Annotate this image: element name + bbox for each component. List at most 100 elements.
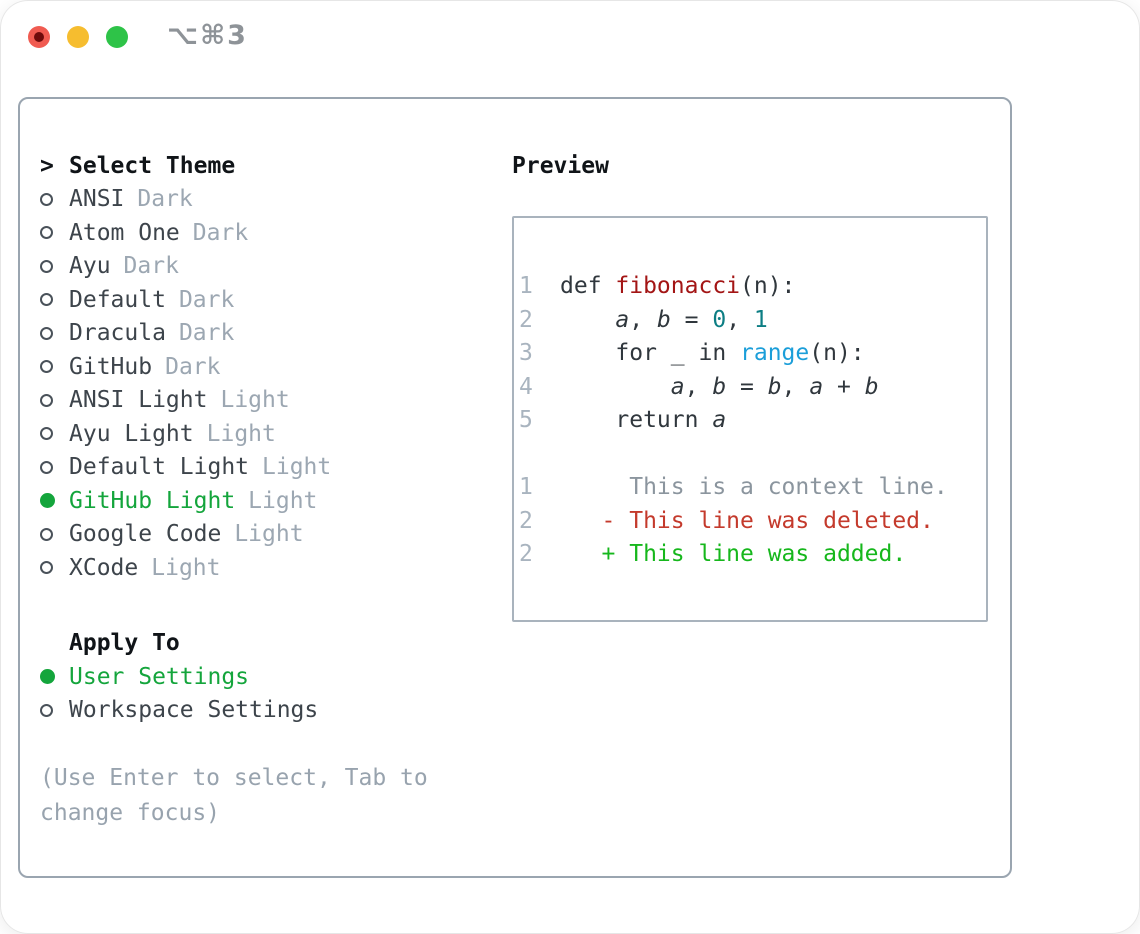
theme-option-default-light[interactable]: Default Light Light [40, 451, 464, 485]
apply-to-option-label: User Settings [69, 663, 250, 690]
zoom-button[interactable] [106, 26, 128, 48]
apply-to-option-workspace-settings[interactable]: Workspace Settings [40, 694, 464, 728]
code-token-plain: for _ in [560, 340, 741, 367]
theme-variant-tag: Light [262, 454, 332, 481]
close-button[interactable] [28, 26, 50, 48]
preview-heading-row: Preview [512, 149, 988, 183]
keyboard-hint: (Use Enter to select, Tab to change focu… [40, 765, 428, 826]
titlebar: ⌥⌘3 [0, 0, 1140, 76]
radio-unselected-icon [40, 226, 53, 240]
line-number: 5 [519, 407, 533, 434]
apply-to-option-user-settings[interactable]: User Settings [40, 660, 464, 694]
theme-variant-tag: Dark [123, 253, 179, 280]
theme-variant-tag: Light [151, 554, 221, 581]
theme-option-github[interactable]: GitHub Dark [40, 350, 464, 384]
code-token-var: b [656, 306, 671, 333]
theme-option-label: Ayu [69, 253, 111, 280]
preview-code-line: 5 return a [519, 404, 986, 438]
code-token-plain: return [560, 407, 713, 434]
theme-option-xcode[interactable]: XCode Light [40, 551, 464, 585]
theme-variant-tag: Dark [165, 353, 221, 380]
theme-option-label: Default Light [69, 454, 250, 481]
code-token-plain: (n): [740, 273, 796, 300]
code-token-plain: , [629, 306, 657, 333]
preview-diff-line: 2 + This line was added. [519, 538, 986, 572]
theme-option-label: XCode [69, 554, 139, 581]
theme-option-label: ANSI Light [69, 387, 208, 414]
theme-option-label: GitHub [69, 353, 153, 380]
line-number: 1 [519, 474, 533, 501]
theme-picker-heading-row: > Select Theme [40, 149, 464, 183]
code-token-var: a [712, 407, 727, 434]
theme-variant-tag: Light [234, 521, 304, 548]
code-token-var: a [809, 373, 824, 400]
radio-unselected-icon [40, 393, 53, 407]
theme-option-label: Dracula [69, 320, 166, 347]
code-token-plain: + [823, 373, 865, 400]
preview-diff-line: 1 This is a context line. [519, 471, 986, 505]
radio-unselected-icon [40, 293, 53, 307]
code-token-var: a [615, 306, 630, 333]
theme-option-label: GitHub Light [69, 487, 236, 514]
code-token-var: b [767, 373, 782, 400]
code-token-plain [560, 307, 615, 333]
code-token-var: a [670, 373, 685, 400]
preview-heading: Preview [512, 152, 609, 179]
apply-to-option-label: Workspace Settings [69, 697, 319, 724]
code-token-plain: def [560, 273, 616, 300]
theme-option-label: Google Code [69, 521, 222, 548]
minimize-button[interactable] [67, 26, 89, 48]
theme-option-ayu[interactable]: Ayu Dark [40, 250, 464, 284]
code-token-var: b [712, 373, 727, 400]
theme-variant-tag: Dark [192, 219, 249, 246]
theme-option-google-code[interactable]: Google Code Light [40, 518, 464, 552]
code-token-num: 1 [753, 306, 768, 333]
close-dot-icon [34, 32, 44, 42]
code-token-num: 0 [712, 306, 727, 333]
radio-unselected-icon [40, 326, 53, 340]
code-token-plain: = [670, 306, 713, 333]
line-number: 2 [519, 306, 533, 333]
window-title: ⌥⌘3 [167, 20, 248, 51]
theme-variant-tag: Light [206, 420, 276, 447]
theme-option-github-light[interactable]: GitHub Light Light [40, 484, 464, 518]
radio-unselected-icon [40, 703, 53, 717]
code-token-plain: (n): [809, 340, 865, 367]
theme-option-ayu-light[interactable]: Ayu Light Light [40, 417, 464, 451]
preview-diff-line: 2 - This line was deleted. [519, 504, 986, 538]
radio-unselected-icon [40, 561, 53, 575]
line-number: 4 [519, 373, 533, 400]
code-token-deleted: - This line was deleted. [560, 507, 934, 534]
code-token-plain: = [726, 373, 768, 400]
code-token-plain: , [781, 373, 810, 400]
code-token-added: + This line was added. [560, 541, 907, 568]
radio-selected-icon [40, 669, 55, 685]
theme-picker-heading: Select Theme [69, 152, 236, 179]
theme-option-label: Ayu Light [69, 420, 194, 447]
radio-unselected-icon [40, 460, 53, 474]
preview-code-line: 3 for _ in range(n): [519, 337, 986, 371]
line-number: 3 [519, 340, 533, 367]
code-token-plain: , [726, 306, 754, 333]
code-token-func: fibonacci [615, 273, 741, 300]
line-number: 2 [519, 541, 533, 568]
theme-variant-tag: Light [248, 487, 318, 514]
theme-variant-tag: Dark [137, 186, 193, 213]
preview-code-line: 2 a, b = 0, 1 [519, 303, 986, 337]
code-token-builtin: range [740, 340, 810, 367]
theme-option-label: Default [69, 286, 166, 313]
radio-unselected-icon [40, 192, 53, 206]
